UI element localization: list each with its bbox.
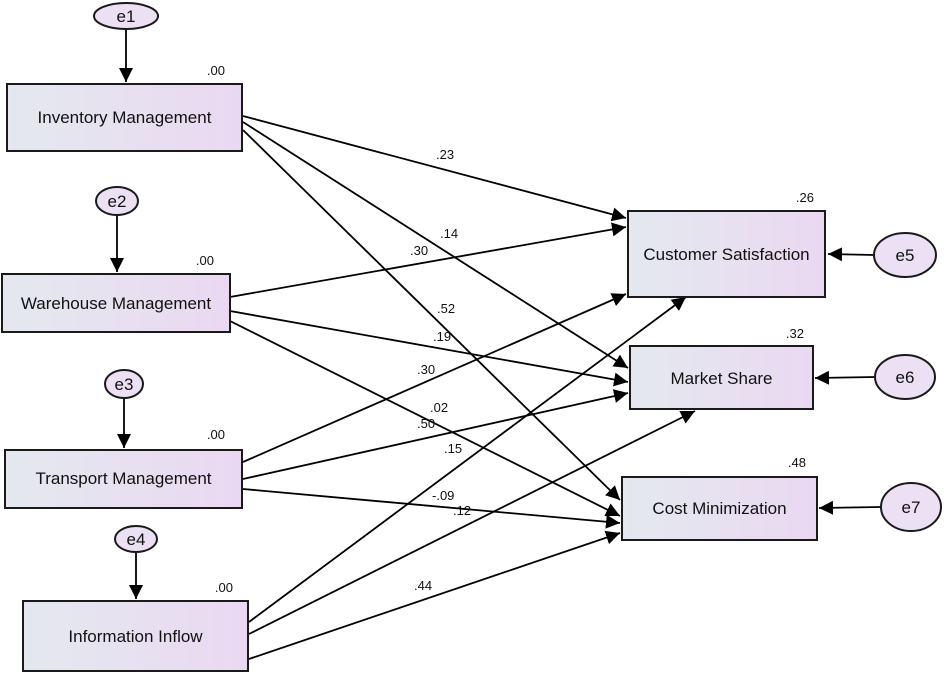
arrow-e7 bbox=[818, 500, 882, 515]
arrow-transport-to-market bbox=[242, 389, 629, 480]
e5-ellipse bbox=[873, 232, 937, 278]
arrow-warehouse-to-cost bbox=[229, 320, 621, 517]
e3-label: e3 bbox=[115, 375, 134, 394]
r-squared-labels: .00 .00 .00 .00 .26 .32 .48 bbox=[196, 63, 814, 595]
coef-transport-cost: .12 bbox=[453, 503, 471, 518]
arrow-transport-to-satisfaction bbox=[242, 293, 627, 463]
coef-transport-satisfaction: .30 bbox=[417, 362, 435, 377]
e7-ellipse bbox=[880, 482, 942, 532]
warehouse-management-label: Warehouse Management bbox=[21, 294, 212, 313]
e7-label: e7 bbox=[902, 498, 921, 517]
market-r2: .32 bbox=[786, 326, 804, 341]
coef-information-market: -.09 bbox=[432, 488, 454, 503]
arrow-inventory-to-cost bbox=[242, 129, 621, 501]
e4-ellipse bbox=[114, 525, 158, 553]
arrow-warehouse-to-market bbox=[229, 310, 629, 387]
arrow-inventory-to-market bbox=[242, 121, 629, 369]
customer-satisfaction-box bbox=[627, 210, 826, 298]
e3-ellipse bbox=[104, 369, 144, 399]
cost-minimization-label: Cost Minimization bbox=[652, 499, 786, 518]
inventory-management-label: Inventory Management bbox=[38, 108, 212, 127]
coef-inventory-market: .14 bbox=[440, 226, 458, 241]
error-arrows bbox=[110, 29, 882, 599]
coef-information-cost: .44 bbox=[414, 578, 432, 593]
coef-inventory-cost: .52 bbox=[437, 301, 455, 316]
information-inflow-label: Information Inflow bbox=[68, 627, 203, 646]
e4-label: e4 bbox=[127, 530, 146, 549]
coef-warehouse-satisfaction: .30 bbox=[410, 243, 428, 258]
e2-ellipse bbox=[95, 186, 139, 216]
e1-ellipse bbox=[93, 2, 159, 30]
observed-boxes: Inventory Management Warehouse Managemen… bbox=[1, 83, 826, 672]
information-r2: .00 bbox=[215, 580, 233, 595]
arrow-e5 bbox=[827, 247, 875, 262]
warehouse-r2: .00 bbox=[196, 253, 214, 268]
arrow-information-to-cost bbox=[248, 530, 621, 660]
e5-label: e5 bbox=[896, 246, 915, 265]
inventory-r2: .00 bbox=[207, 63, 225, 78]
arrow-warehouse-to-satisfaction bbox=[229, 222, 627, 298]
path-coefficients: .23 .14 .30 .52 .19 .30 .02 .50 .15 -.09… bbox=[410, 147, 471, 593]
arrow-e6 bbox=[814, 370, 876, 385]
cost-r2: .48 bbox=[788, 455, 806, 470]
coef-information-satisfaction: .15 bbox=[444, 441, 462, 456]
arrow-inventory-to-satisfaction bbox=[242, 115, 627, 222]
satisfaction-r2: .26 bbox=[796, 190, 814, 205]
coef-warehouse-cost: .50 bbox=[417, 416, 435, 431]
e6-ellipse bbox=[874, 354, 936, 400]
market-share-label: Market Share bbox=[670, 369, 772, 388]
error-terms: e1 e2 e3 e4 e5 e6 e7 bbox=[93, 2, 942, 553]
market-share-box bbox=[629, 345, 814, 410]
e1-label: e1 bbox=[117, 7, 136, 26]
arrow-transport-to-cost bbox=[242, 488, 621, 529]
transport-management-label: Transport Management bbox=[35, 469, 211, 488]
warehouse-management-box bbox=[1, 273, 231, 333]
information-inflow-box bbox=[22, 600, 249, 672]
transport-r2: .00 bbox=[207, 427, 225, 442]
path-arrows bbox=[229, 115, 696, 660]
coef-transport-market: .02 bbox=[430, 400, 448, 415]
e6-label: e6 bbox=[896, 368, 915, 387]
inventory-management-box bbox=[6, 83, 243, 152]
transport-management-box bbox=[4, 449, 243, 509]
coef-warehouse-market: .19 bbox=[433, 329, 451, 344]
coef-inventory-satisfaction: .23 bbox=[436, 147, 454, 162]
arrow-information-to-satisfaction bbox=[248, 296, 687, 623]
customer-satisfaction-label: Customer Satisfaction bbox=[643, 245, 809, 264]
cost-minimization-box bbox=[621, 476, 818, 541]
e2-label: e2 bbox=[108, 192, 127, 211]
arrow-information-to-market bbox=[248, 410, 696, 635]
